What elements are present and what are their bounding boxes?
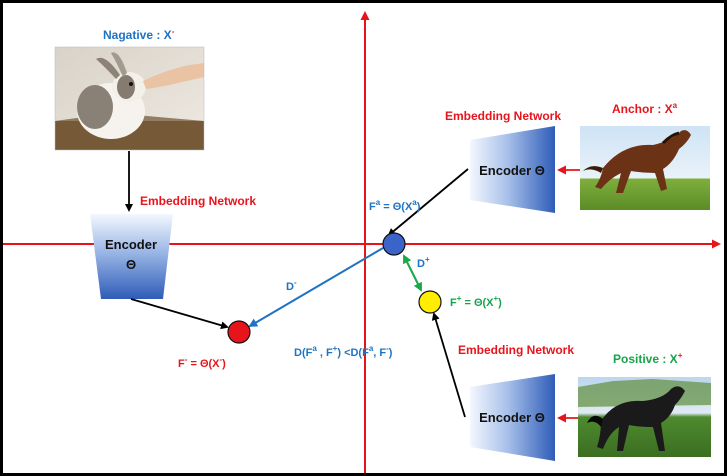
- negative-point: [227, 320, 251, 344]
- positive-title: Positive : X+: [613, 351, 683, 366]
- diagram-svg: Encoder Θ Encoder Θ Encoder Θ Nagative :…: [3, 11, 721, 473]
- encoder-bottom-right-label: Encoder Θ: [479, 410, 545, 425]
- arrow-encoder-to-anchor-point: [387, 168, 469, 237]
- encoder-bottom-right: Encoder Θ: [470, 374, 555, 461]
- distance-positive-label: D+: [417, 255, 430, 270]
- triplet-inequality-label: D(Fa , F+) <D(Fa, F-): [294, 344, 393, 359]
- encoder-top-right: Encoder Θ: [470, 126, 555, 213]
- positive-image: [578, 377, 711, 457]
- anchor-point: [382, 232, 406, 256]
- embedding-network-left-label: Embedding Network: [140, 194, 256, 208]
- encoder-top-right-label: Encoder Θ: [479, 163, 545, 178]
- anchor-image: [580, 126, 710, 210]
- positive-embedding-label: F+ = Θ(X+): [450, 294, 502, 309]
- embedding-network-top-right-label: Embedding Network: [445, 109, 561, 123]
- negative-embedding-label: F- = Θ(X-): [178, 355, 226, 370]
- distance-negative-label: D-: [286, 278, 297, 293]
- encoder-left-label: Encoder: [105, 237, 157, 252]
- arrow-encoder-to-positive-point: [431, 312, 466, 418]
- distance-line-negative: [248, 247, 384, 328]
- anchor-embedding-label: Fa = Θ(Xa): [369, 198, 421, 213]
- arrow-encoder-to-negative-point: [130, 298, 229, 330]
- encoder-left: Encoder Θ: [90, 214, 173, 299]
- positive-point: [418, 290, 442, 314]
- embedding-network-bottom-right-label: Embedding Network: [458, 343, 574, 357]
- negative-image: [54, 46, 205, 151]
- encoder-left-theta: Θ: [126, 257, 136, 272]
- anchor-title: Anchor : Xa: [612, 101, 678, 116]
- distance-line-positive: [403, 254, 422, 292]
- negative-title: Nagative : X-: [103, 27, 175, 42]
